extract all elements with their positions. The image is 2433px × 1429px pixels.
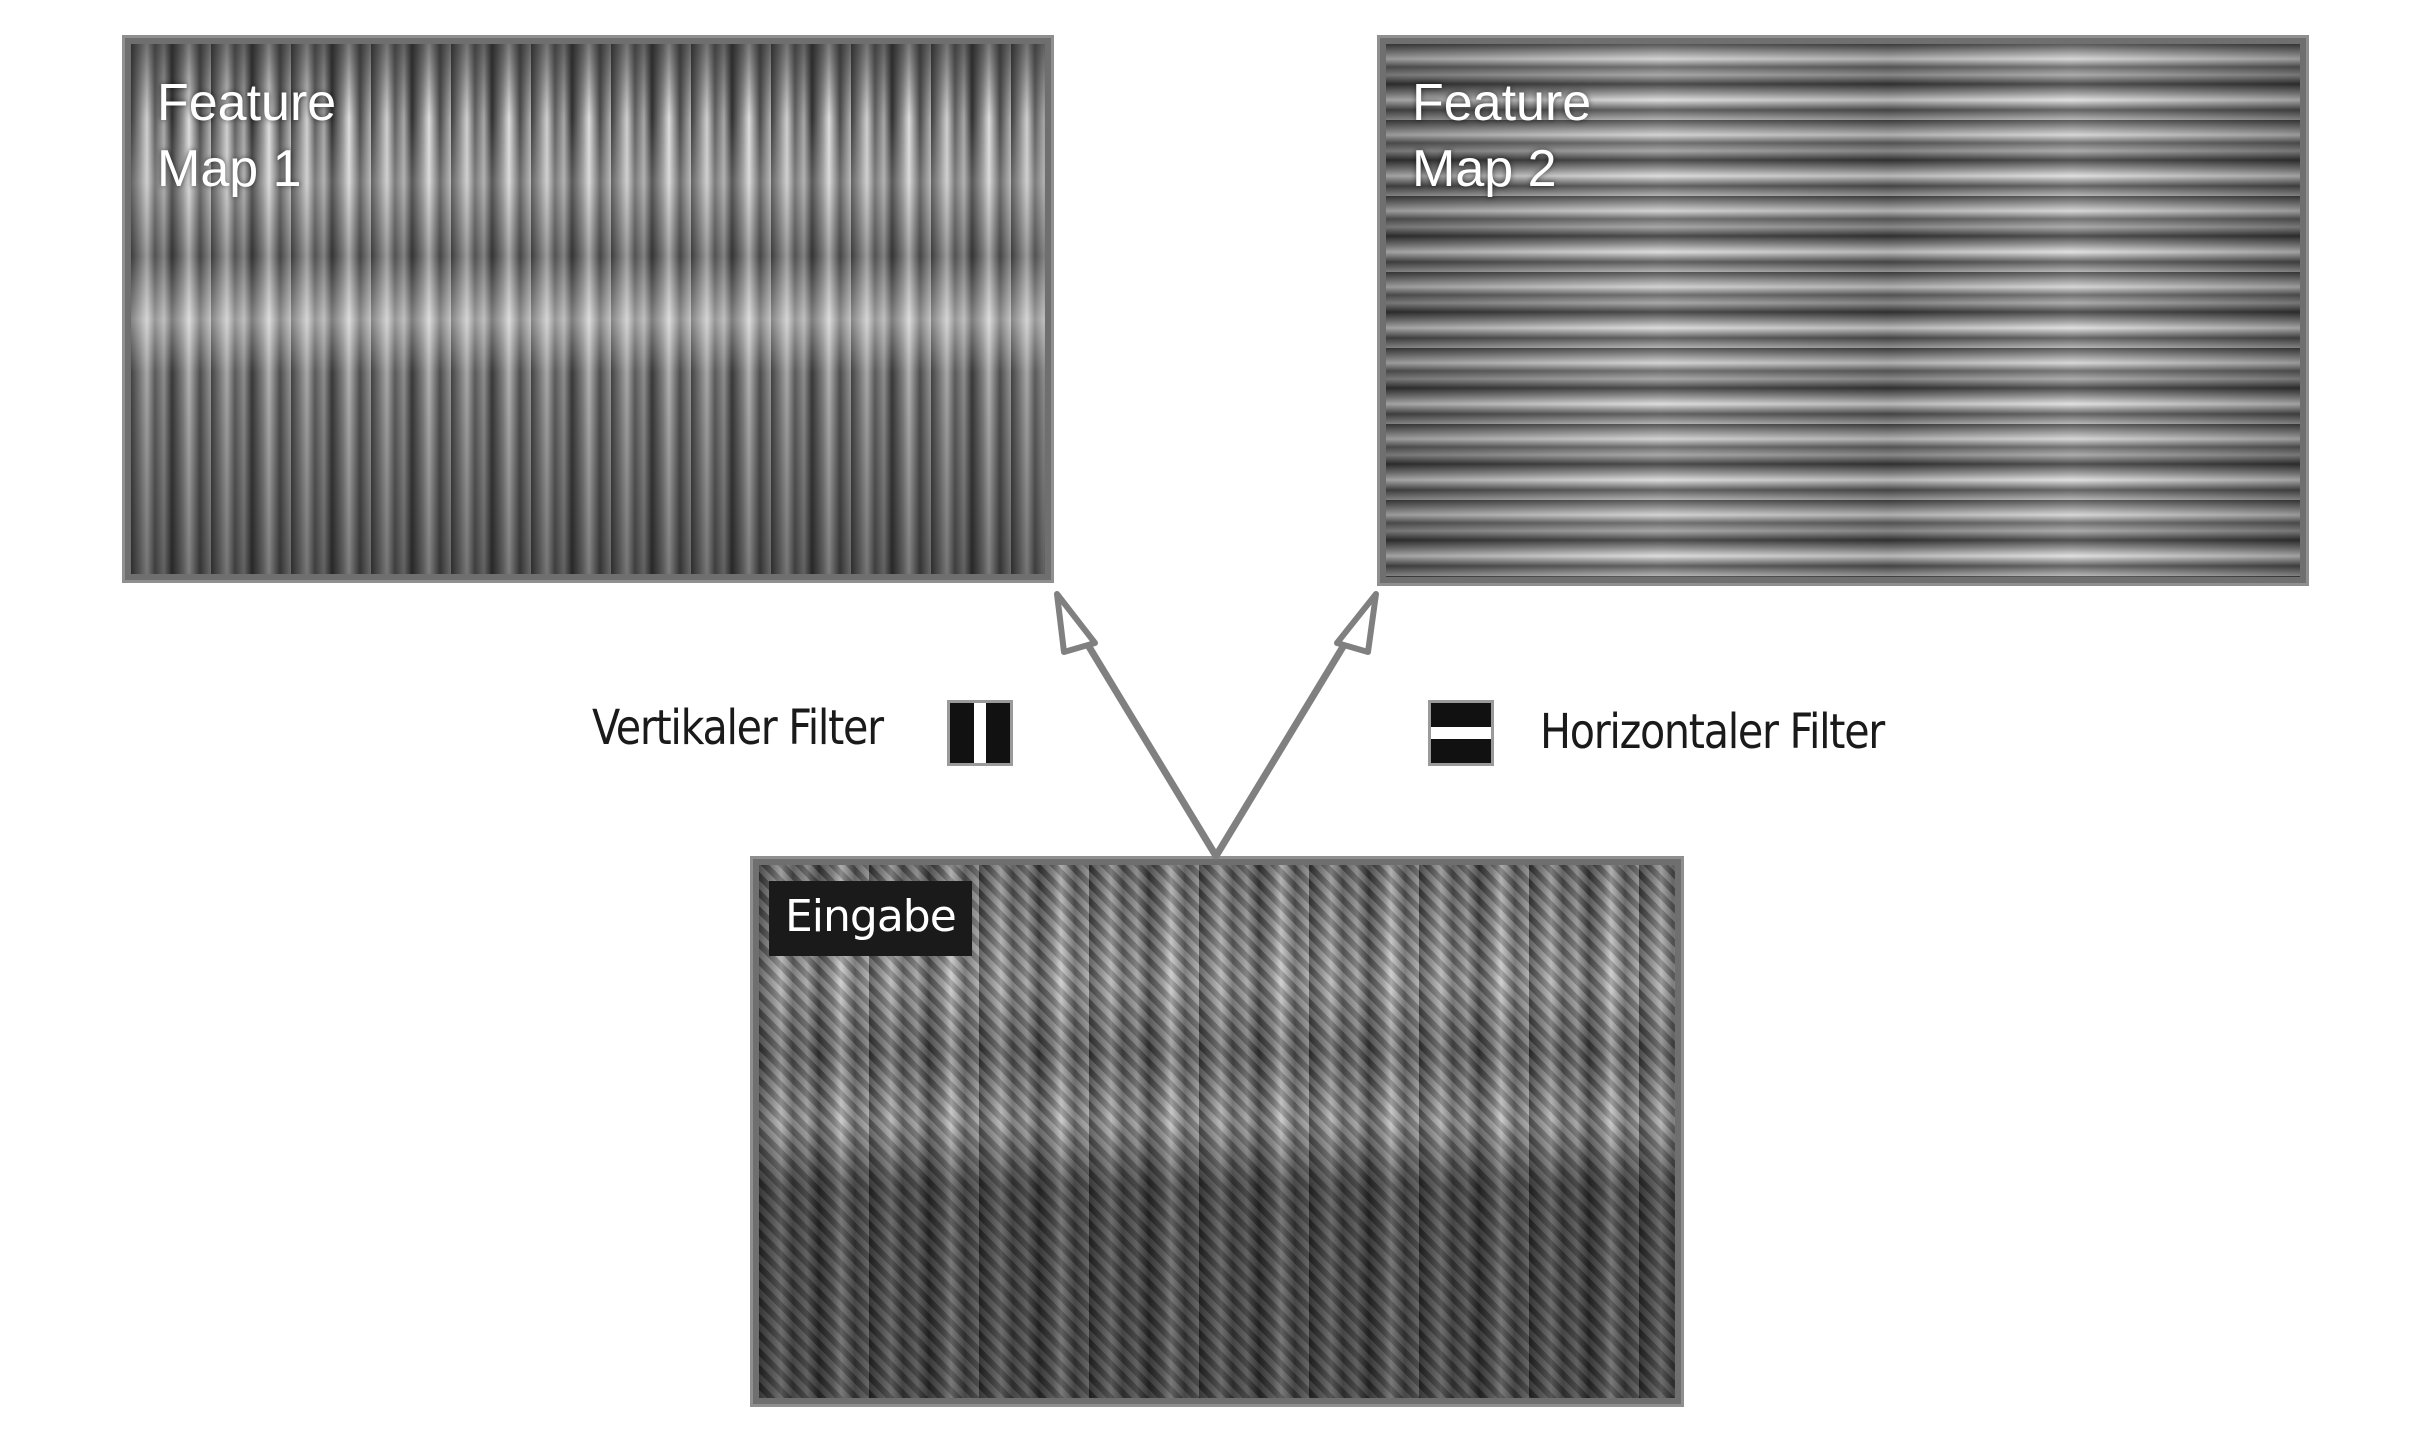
input-label: Eingabe — [769, 881, 972, 956]
feature-map-2-label-line2: Map 2 — [1412, 140, 1557, 198]
vertical-filter-label: Vertikaler Filter — [592, 700, 884, 756]
vertical-filter-icon — [947, 700, 1013, 766]
feature-map-2-label: Feature Map 2 — [1412, 70, 1591, 202]
feature-map-2-panel: Feature Map 2 — [1377, 35, 2309, 586]
arrow-to-feature-map-1 — [1070, 618, 1220, 860]
feature-map-2-label-line1: Feature — [1412, 74, 1592, 132]
arrowhead-left-icon — [1054, 591, 1098, 655]
horizontal-filter-icon — [1428, 700, 1494, 766]
feature-map-2-image — [1386, 44, 2300, 577]
feature-map-1-label: Feature Map 1 — [157, 70, 336, 202]
feature-map-1-label-line1: Feature — [157, 74, 337, 132]
feature-map-1-image — [131, 44, 1045, 574]
arrow-to-feature-map-2 — [1212, 618, 1362, 860]
horizontal-filter-label: Horizontaler Filter — [1540, 704, 1885, 760]
feature-map-1-label-line2: Map 1 — [157, 140, 302, 198]
feature-map-1-panel: Feature Map 1 — [122, 35, 1054, 583]
input-image-panel: Eingabe — [750, 856, 1684, 1407]
arrowhead-right-icon — [1334, 591, 1379, 655]
